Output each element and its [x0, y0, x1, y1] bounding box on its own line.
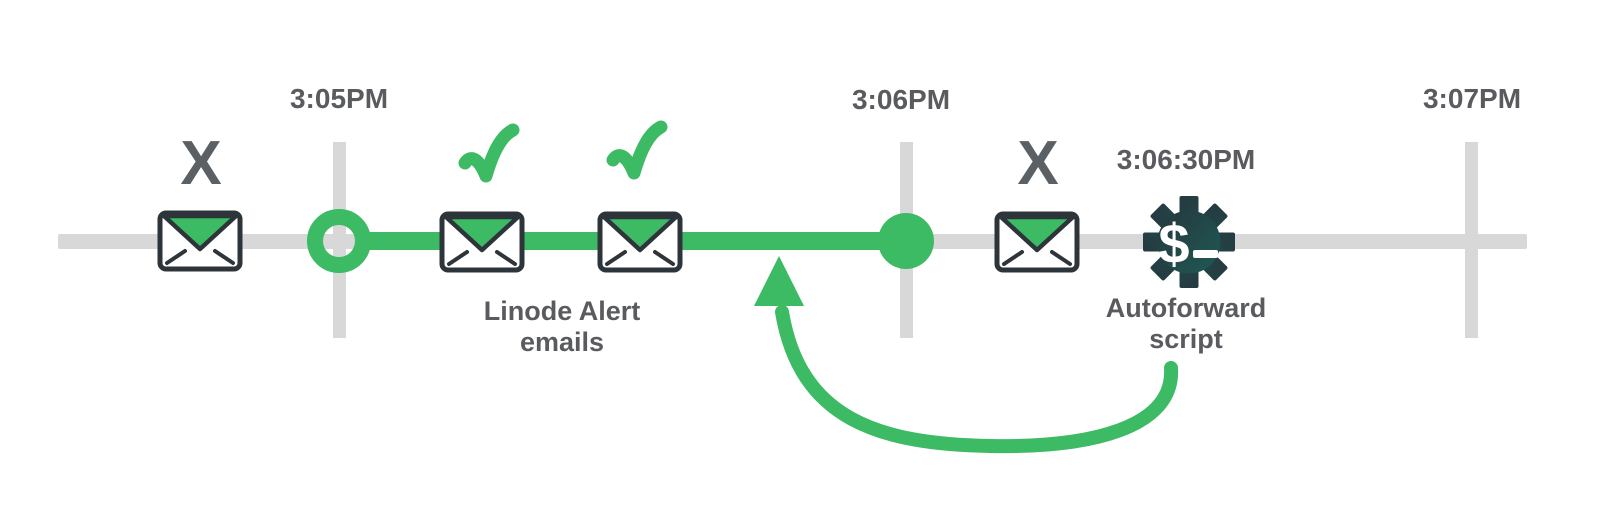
- checkmark-icon-2: [613, 127, 661, 173]
- alert-emails-label: Linode Alert emails: [484, 296, 641, 358]
- autoforward-script-label: Autoforward script: [1106, 293, 1266, 355]
- time-label-3-05pm: 3:05PM: [289, 83, 389, 114]
- alert-emails-label-line1: Linode Alert: [483, 296, 641, 326]
- time-label-3-07pm: 3:07PM: [1422, 83, 1522, 114]
- time-label-3-06pm: 3:06PM: [851, 84, 951, 115]
- email-icon-missed-1: [160, 213, 240, 269]
- window-start-ring-icon: [307, 209, 371, 273]
- x-mark-1: X: [180, 129, 222, 198]
- gear-dollar-glyph: $: [1158, 212, 1189, 275]
- time-label-autoforward: 3:06:30PM: [1116, 144, 1256, 175]
- loopback-arrow-icon: [754, 256, 1179, 454]
- alert-emails-label-line2: emails: [519, 327, 605, 357]
- autoforward-script-label-line2: script: [1149, 324, 1223, 354]
- prompt-underscore-icon: [1193, 250, 1218, 258]
- autoforward-script-label-line1: Autoforward: [1105, 293, 1267, 323]
- email-icon-alert-1: [442, 214, 522, 270]
- email-icon-missed-2: [997, 214, 1077, 270]
- window-end-dot-icon: [878, 213, 934, 269]
- checkmark-icon-1: [465, 130, 513, 176]
- email-icon-alert-2: [600, 214, 680, 270]
- autoforward-gear-icon: $: [1143, 196, 1235, 288]
- x-mark-2: X: [1017, 129, 1059, 198]
